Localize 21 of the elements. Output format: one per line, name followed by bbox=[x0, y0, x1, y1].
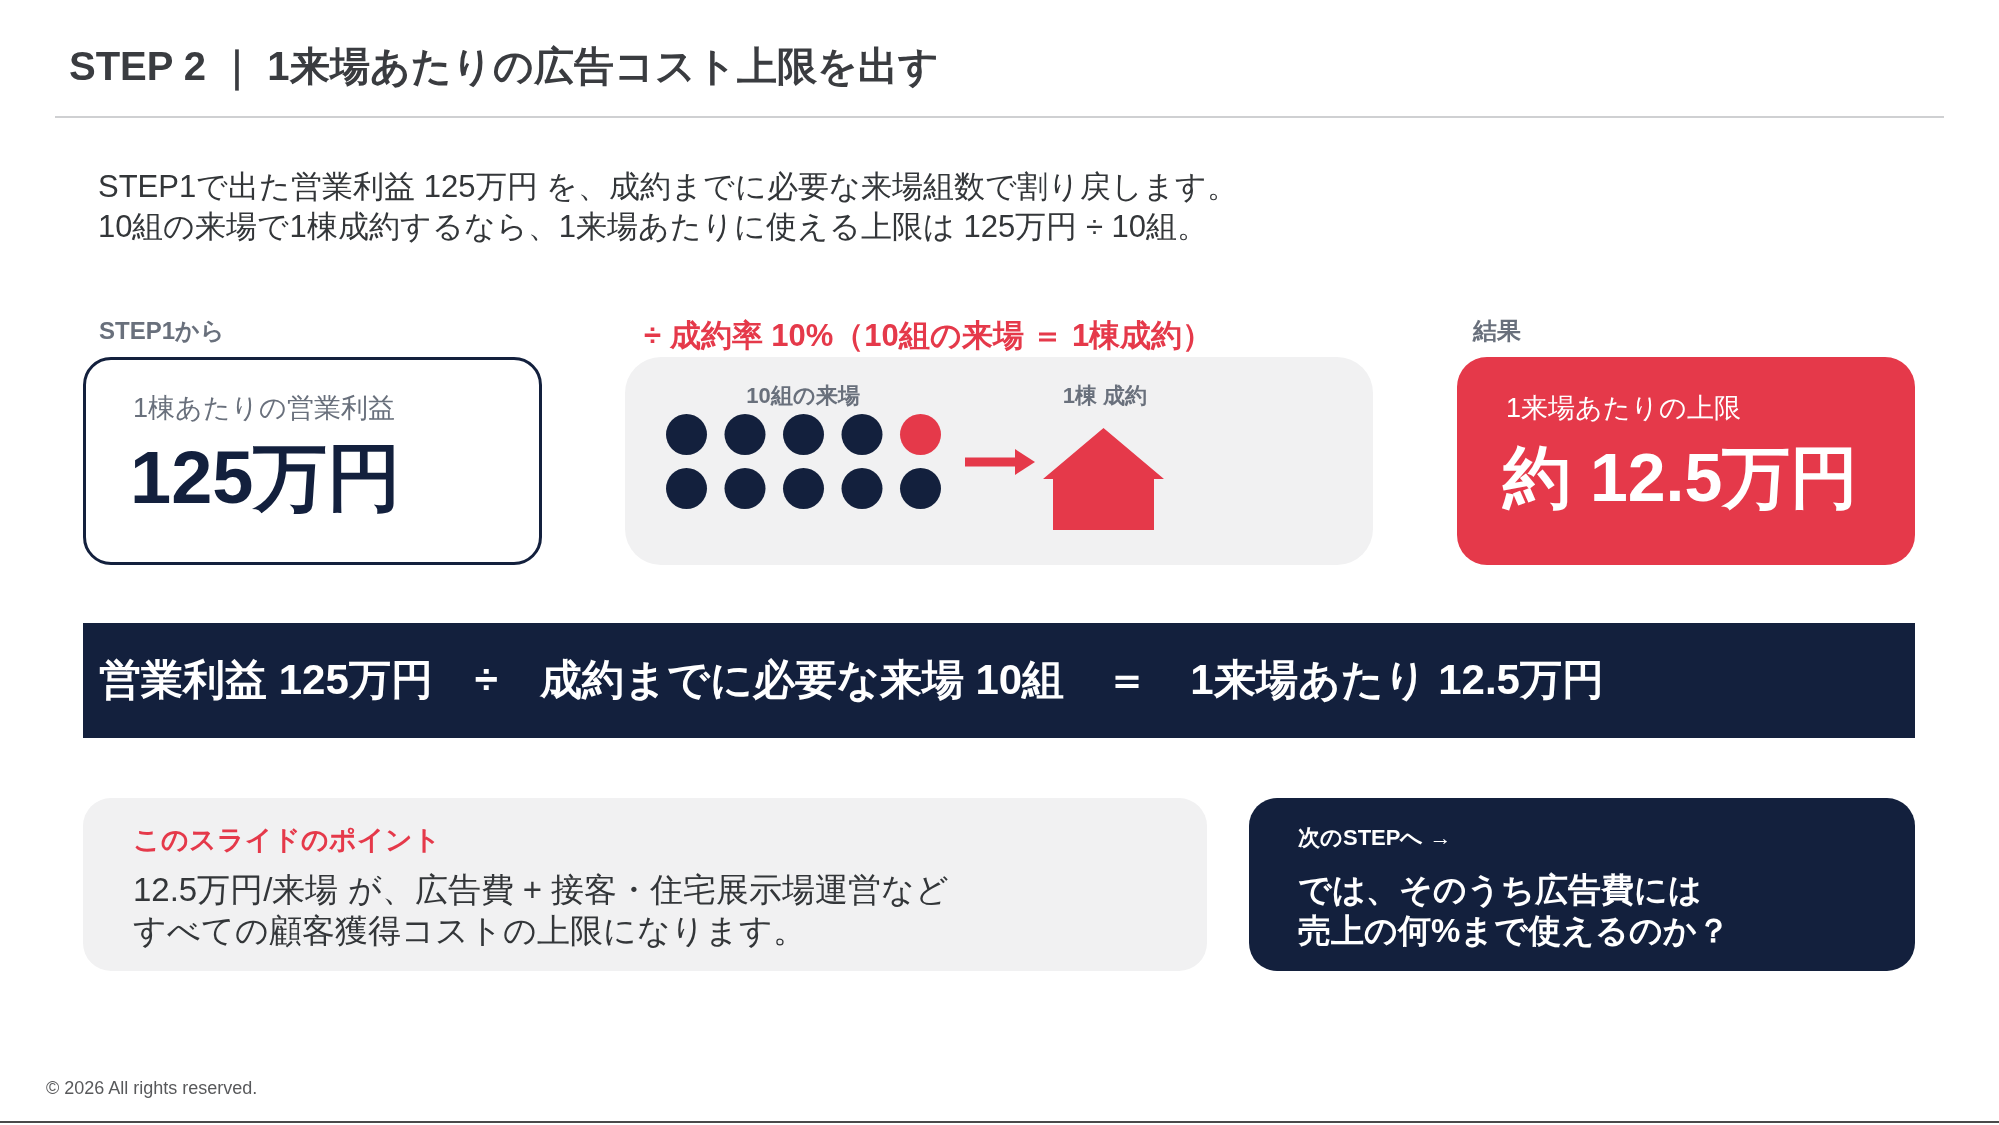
copyright-text: © 2026 All rights reserved. bbox=[46, 1078, 258, 1100]
note-heading: このスライドのポイント bbox=[133, 824, 441, 857]
group-caption: 1棟 成約 bbox=[1062, 383, 1148, 410]
arrow bbox=[965, 449, 1035, 475]
card-caption: 1棟あたりの営業利益 bbox=[133, 392, 396, 425]
amount-value: 125万円 bbox=[130, 435, 402, 521]
next-step-label: 次のSTEPへ → bbox=[1298, 825, 1452, 852]
question-text: では、そのうち広告費には売上の何%まで使えるのか？ bbox=[1298, 870, 1732, 951]
amount-value: 約 12.5万円 bbox=[1503, 438, 1859, 517]
formula-heading: ÷ 成約率 10%（10組の来場 ＝ 1棟成約） bbox=[644, 317, 1214, 355]
group-caption: 10組の来場 bbox=[746, 383, 860, 410]
slide-title: STEP 2 ｜ 1来場あたりの広告コスト上限を出す bbox=[69, 42, 939, 90]
section-label: 結果 bbox=[1473, 317, 1521, 346]
intro-text: 10組の来場で1棟成約するなら、1来場あたりに使える上限は 125万円 ÷ 10組。 bbox=[98, 208, 1209, 246]
formula-bar bbox=[83, 623, 1915, 738]
next-step-card bbox=[1249, 798, 1915, 971]
note-text: 12.5万円/来場 が、広告費 + 接客・住宅展示場運営などすべての顧客獲得コストの上限になります。 bbox=[133, 870, 951, 951]
card-caption: 1来場あたりの上限 bbox=[1506, 392, 1742, 425]
section-label: STEP1から bbox=[99, 317, 226, 346]
intro-text: STEP1で出た営業利益 125万円 を、成約までに必要な来場組数で割り戻します。 bbox=[98, 168, 1239, 206]
formula-text: 営業利益 125万円 ÷ 成約までに必要な来場 10組 ＝ 1来場あたり 12.5万円 bbox=[99, 655, 1604, 705]
